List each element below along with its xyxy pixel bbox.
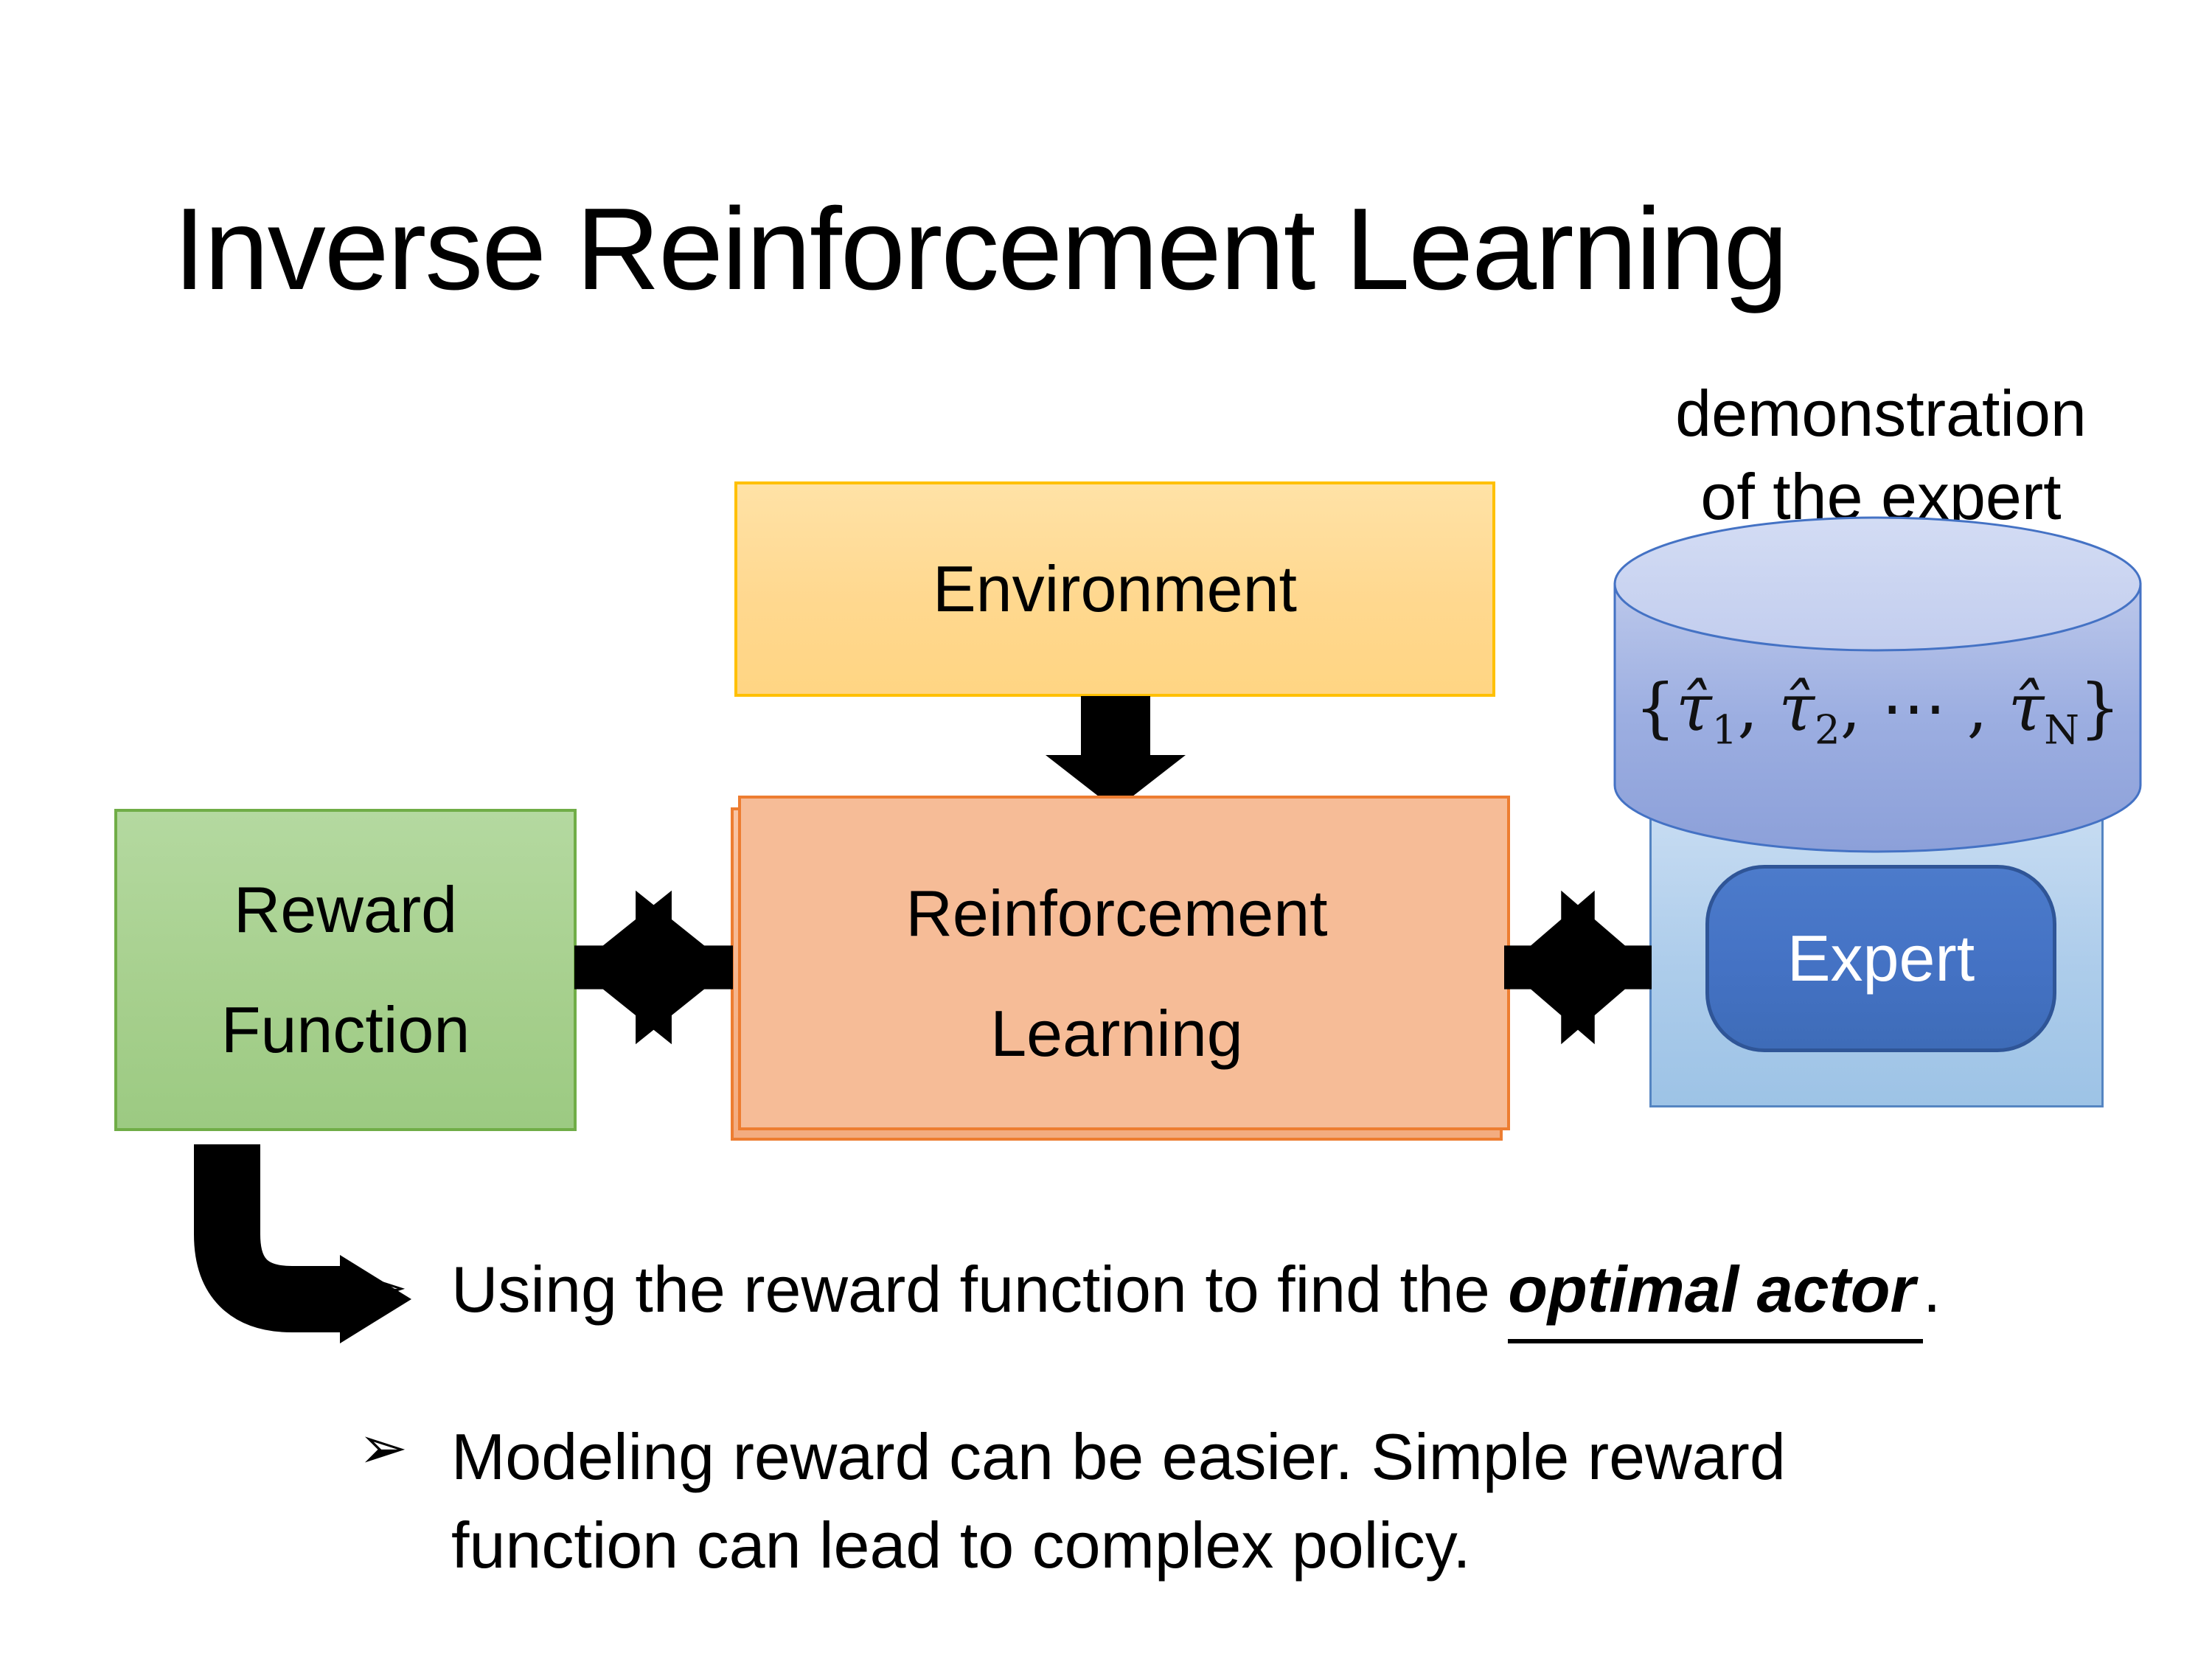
bullet-1-text: Using the reward function to find the op… <box>451 1252 1941 1343</box>
reward-box-label-line1: Reward <box>233 872 458 946</box>
bullet-2-text: Modeling reward can be easier. Simple re… <box>451 1413 1786 1589</box>
bullet-item-1: ➢ Using the reward function to find the … <box>358 1252 1941 1343</box>
tau-hat-2: τ̂ <box>1778 669 1815 745</box>
bullet-arrowhead-icon: ➢ <box>358 1413 408 1482</box>
page-title: Inverse Reinforcement Learning <box>173 184 1788 314</box>
tau-hat-n: τ̂ <box>2008 669 2045 745</box>
bullet-item-2: ➢ Modeling reward can be easier. Simple … <box>358 1413 1786 1589</box>
formula-open-brace: { <box>1634 669 1676 745</box>
environment-box-label: Environment <box>932 552 1297 625</box>
tau-hat-1: τ̂ <box>1675 669 1712 745</box>
tau-n-subscript: N <box>2044 706 2080 754</box>
database-cylinder-icon <box>1613 516 2142 853</box>
elbow-arrow-icon <box>194 1144 411 1343</box>
reinforcement-learning-box: Reinforcement Learning <box>731 796 1510 1141</box>
tau-2-subscript: 2 <box>1815 706 1840 754</box>
bullet-2-line2: function can lead to complex policy. <box>451 1508 1471 1582</box>
demonstration-label-line1: demonstration <box>1675 377 2087 450</box>
demonstration-label: demonstration of the expert <box>1611 372 2151 538</box>
bullet-2-line1: Modeling reward can be easier. Simple re… <box>451 1420 1786 1493</box>
reward-box-label-line2: Function <box>220 992 470 1066</box>
expert-box: Expert <box>1705 865 2056 1052</box>
bullet-1-post: . <box>1922 1253 1941 1326</box>
formula-separator-2: , ⋯ , <box>1840 669 2008 745</box>
tau-1-subscript: 1 <box>1711 706 1738 754</box>
rl-box-label-line2: Learning <box>990 997 1243 1070</box>
trajectory-set-formula: {τ̂1, τ̂2, ⋯ , τ̂N} <box>1613 669 2142 750</box>
reward-function-box: Reward Function <box>114 809 577 1131</box>
double-arrow-left-icon <box>574 890 733 1045</box>
double-arrow-right-icon <box>1504 890 1652 1045</box>
rl-box-label-line1: Reinforcement <box>905 877 1328 950</box>
expert-box-label: Expert <box>1787 922 1975 995</box>
bullet-1-emphasis: optimal actor <box>1508 1253 1923 1343</box>
environment-box: Environment <box>734 481 1495 697</box>
formula-close-brace: } <box>2079 669 2121 745</box>
formula-separator-1: , <box>1737 669 1779 745</box>
bullet-1-pre: Using the reward function to find the <box>451 1253 1509 1326</box>
down-arrow-icon <box>1046 696 1186 810</box>
